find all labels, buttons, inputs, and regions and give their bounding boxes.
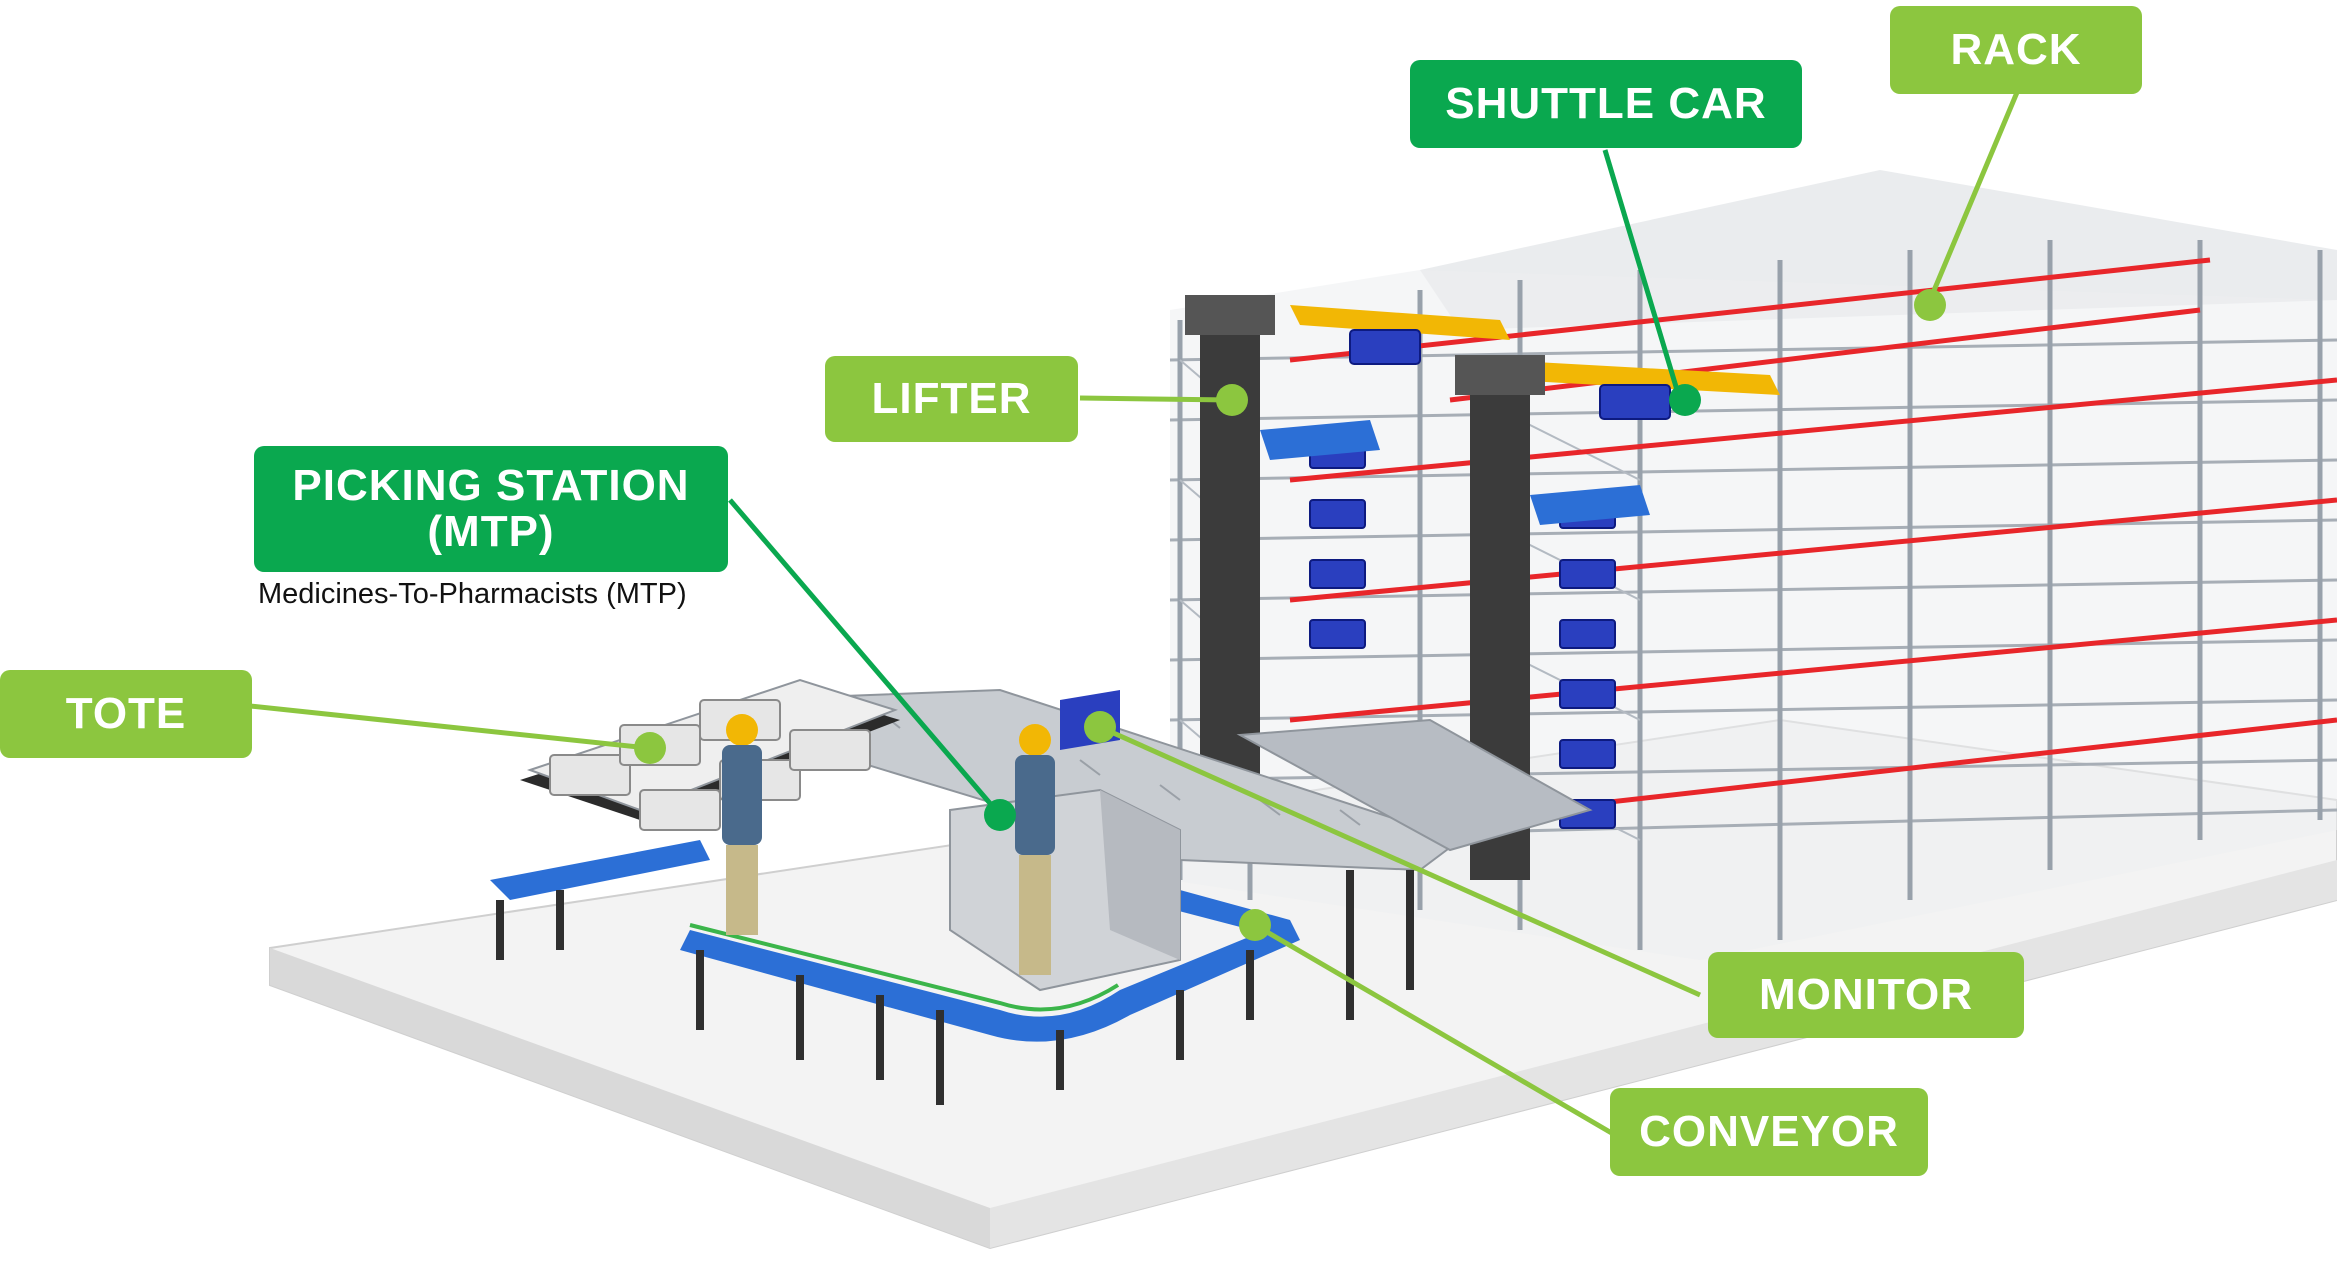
leader-lines: [249, 89, 2021, 1138]
picking-station-line1: PICKING STATION: [292, 460, 690, 510]
lifter-leader: [1079, 395, 1233, 403]
worker-left: [722, 714, 762, 935]
picking-tables: [520, 678, 900, 831]
monitor-leader: [1098, 724, 1702, 998]
shuttle-car-label: SHUTTLE CAR: [1410, 60, 1802, 148]
tote-label: TOTE: [0, 670, 252, 758]
rack-leader: [1927, 89, 2021, 301]
tote-leader: [249, 703, 649, 751]
conveyor-label: CONVEYOR: [1610, 1088, 1928, 1176]
picking-leader: [728, 498, 1002, 817]
lifter-label: LIFTER: [825, 356, 1078, 442]
shuttle-leader: [1602, 149, 1683, 401]
picking-station-line2: (MTP): [427, 507, 555, 556]
workers: [722, 714, 1055, 975]
picking-station-caption: Medicines-To-Pharmacists (MTP): [258, 578, 687, 610]
picking-station-label: PICKING STATION (MTP): [254, 446, 728, 572]
conveyor-leader: [1253, 922, 1617, 1138]
rack-label: RACK: [1890, 6, 2142, 94]
worker-right: [1015, 724, 1055, 975]
picking-machine: [949, 690, 1181, 992]
monitor-label: MONITOR: [1708, 952, 2024, 1038]
